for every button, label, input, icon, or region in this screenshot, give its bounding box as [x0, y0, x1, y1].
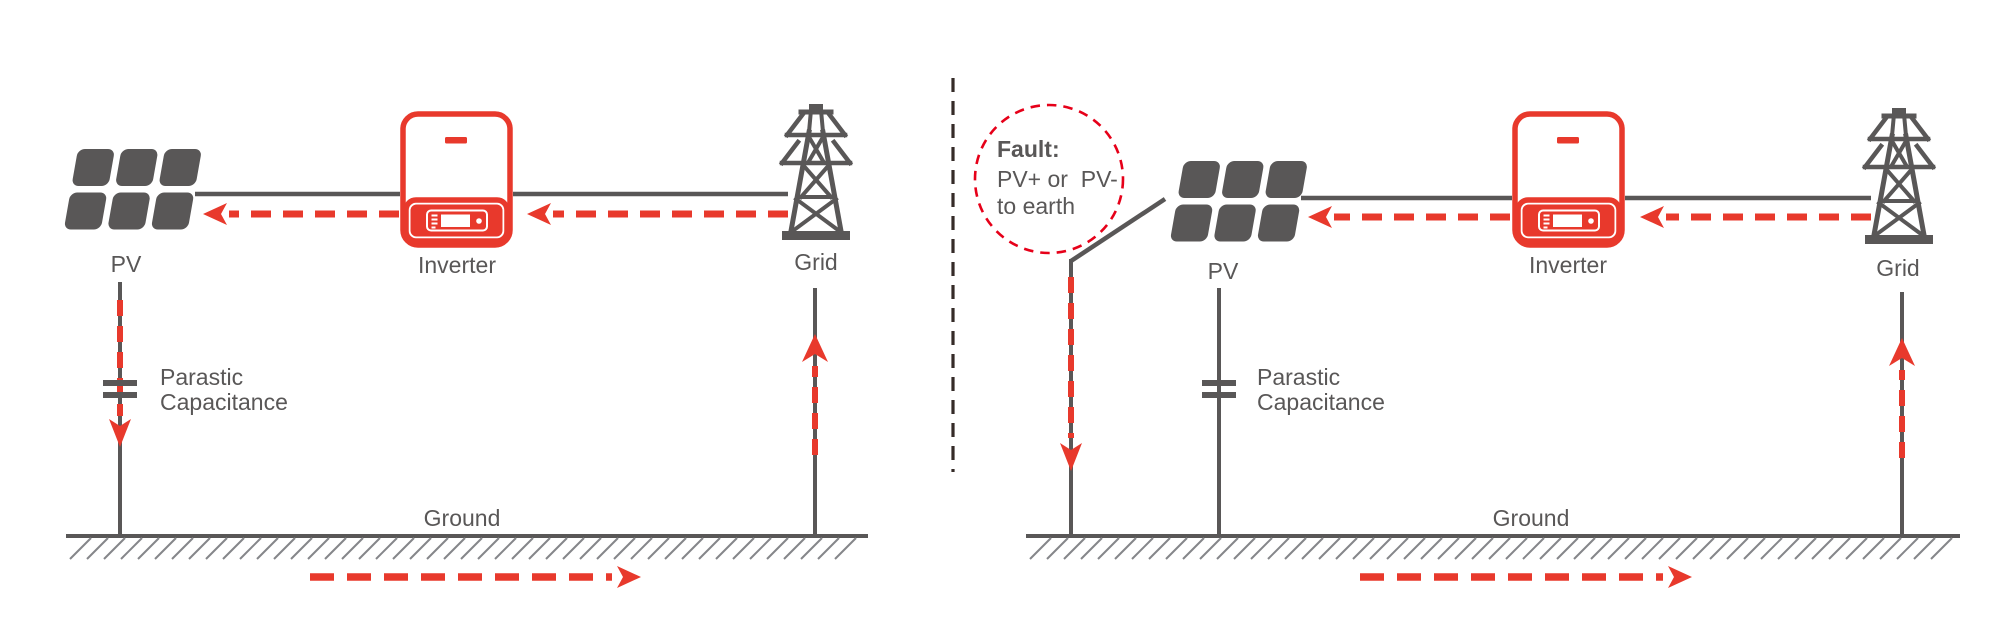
- ground-hatching: [1029, 537, 1953, 560]
- pv-cell: [108, 192, 150, 230]
- fault-text-line2: to earth: [997, 193, 1075, 219]
- inverter-label: Inverter: [418, 252, 496, 278]
- normal-operation-panel: PV Inverter: [64, 104, 868, 588]
- inverter-logo: [445, 137, 467, 144]
- ground-hatching: [69, 537, 857, 560]
- inverter-display-screen: [426, 209, 488, 232]
- fault-condition-panel: Fault: PV+ or PV- to earth PV: [973, 103, 1960, 588]
- capacitance-label-line2: Capacitance: [160, 389, 288, 415]
- pv-array-icon: [1170, 161, 1307, 242]
- current-arrowhead-right: [617, 566, 641, 588]
- current-arrowhead-left: [203, 203, 227, 225]
- grid-label: Grid: [1876, 255, 1919, 281]
- capacitance-label-line1: Parastic: [1257, 364, 1340, 390]
- ground-label: Ground: [424, 505, 501, 531]
- pv-cell: [1170, 204, 1213, 242]
- current-arrowhead-right: [1668, 566, 1692, 588]
- current-arrowhead-down: [109, 419, 131, 447]
- capacitance-label-line2: Capacitance: [1257, 389, 1385, 415]
- pv-cell: [72, 149, 114, 186]
- pv-cell: [1257, 204, 1300, 242]
- current-arrowhead-down: [1060, 443, 1082, 471]
- pv-cell: [151, 192, 194, 230]
- grid-tower-icon: [778, 104, 854, 240]
- current-arrowhead-up: [802, 334, 828, 362]
- inverter-icon: [400, 111, 513, 248]
- capacitance-label-line1: Parastic: [160, 364, 243, 390]
- current-arrowhead-left: [1640, 206, 1664, 228]
- pv-cell: [64, 192, 107, 230]
- fault-title: Fault:: [997, 136, 1060, 162]
- current-arrowhead-left: [527, 203, 551, 225]
- grid-label: Grid: [794, 249, 837, 275]
- current-arrowhead-up: [1889, 338, 1915, 366]
- ground-label: Ground: [1493, 505, 1570, 531]
- pv-label: PV: [111, 251, 142, 277]
- pv-array-icon: [64, 149, 201, 230]
- pv-cell: [1178, 161, 1220, 198]
- parasitic-capacitor-icon: [1202, 380, 1236, 398]
- fault-text-line1: PV+ or PV-: [997, 166, 1118, 192]
- pv-cell: [1265, 161, 1307, 198]
- inverter-display-screen: [1538, 209, 1600, 232]
- inverter-logo: [1557, 137, 1579, 144]
- pv-cell: [1214, 204, 1256, 242]
- fault-circle: [973, 103, 1125, 255]
- grid-tower-icon: [1861, 108, 1937, 244]
- inverter-label: Inverter: [1529, 252, 1607, 278]
- pv-cell: [116, 149, 158, 186]
- inverter-icon: [1512, 111, 1625, 248]
- pv-label: PV: [1208, 258, 1239, 284]
- pv-cell: [1222, 161, 1264, 198]
- current-arrowhead-left: [1308, 206, 1332, 228]
- parasitic-capacitor-icon: [103, 380, 137, 398]
- pv-cell: [159, 149, 201, 186]
- fault-wire-diagonal: [1069, 197, 1167, 263]
